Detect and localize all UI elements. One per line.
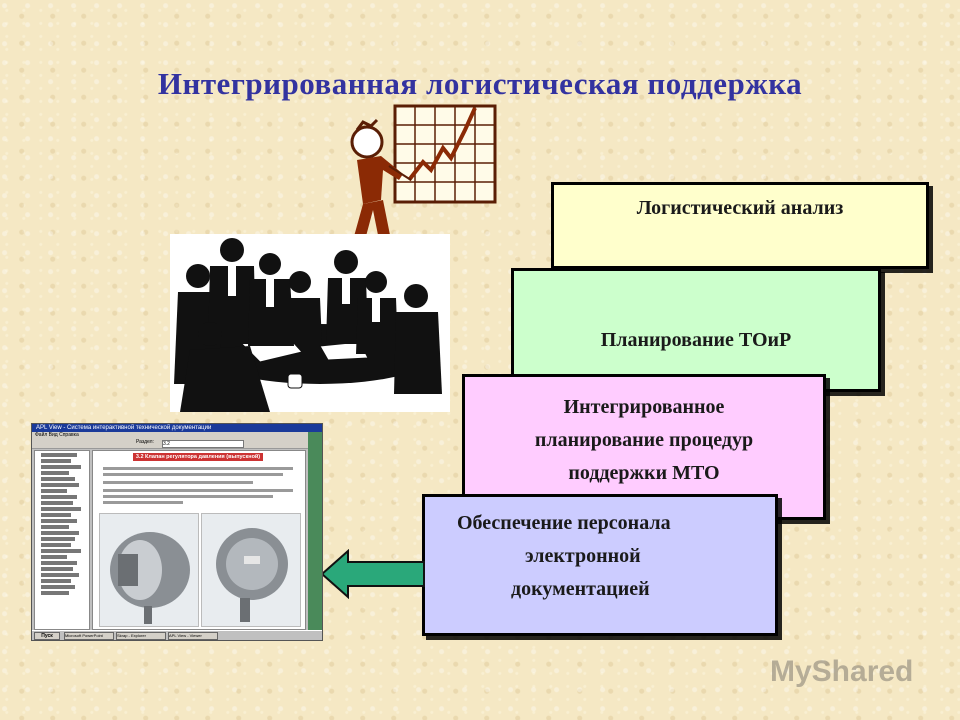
section-field: 3.2	[162, 440, 244, 448]
documentation-line1: Обеспечение персонала	[457, 512, 671, 534]
slide-title: Интегрированная логистическая поддержка	[157, 66, 803, 101]
section-label: Раздел:	[136, 439, 154, 445]
documentation-line3: документацией	[511, 578, 650, 600]
maintenance-planning-label: Планирование ТОиР	[600, 329, 792, 351]
business-meeting-illustration	[170, 234, 450, 412]
left-arrow-icon	[320, 549, 425, 599]
valve-photo-side	[99, 513, 199, 627]
mto-planning-line1: Интегрированное	[563, 396, 725, 418]
documentation-box: Обеспечение персонала электронной докуме…	[422, 494, 778, 636]
task-apl-viewer[interactable]: APL View - Viewer	[168, 632, 218, 640]
navigation-tree	[34, 450, 90, 630]
document-content: 3.2 Клапан регулятора давления (выпускно…	[92, 450, 306, 630]
watermark-logo: MyShared	[770, 655, 914, 688]
start-button[interactable]: Пуск	[34, 632, 60, 640]
task-explorer[interactable]: Skrap - Explorer	[116, 632, 166, 640]
documentation-line2: электронной	[525, 545, 641, 567]
window-titlebar: APL View - Система интерактивной техниче…	[32, 424, 322, 432]
window-menubar: Файл Вид Справка	[32, 432, 322, 438]
window-toolbar: Раздел: 3.2	[32, 438, 322, 449]
presenter-chart-icon	[350, 104, 497, 240]
app-screenshot: APL View - Система интерактивной техниче…	[31, 423, 323, 641]
valve-photo-top	[201, 513, 301, 627]
mto-planning-line3: поддержки МТО	[568, 462, 720, 484]
mto-planning-line2: планирование процедур	[534, 429, 754, 451]
taskbar: Пуск Microsoft PowerPoint Skrap - Explor…	[32, 630, 322, 640]
logistic-analysis-box: Логистический анализ	[551, 182, 929, 269]
logistic-analysis-label: Логистический анализ	[636, 197, 844, 219]
document-heading: 3.2 Клапан регулятора давления (выпускно…	[133, 453, 263, 468]
task-powerpoint[interactable]: Microsoft PowerPoint	[64, 632, 114, 640]
side-panel	[308, 432, 322, 630]
